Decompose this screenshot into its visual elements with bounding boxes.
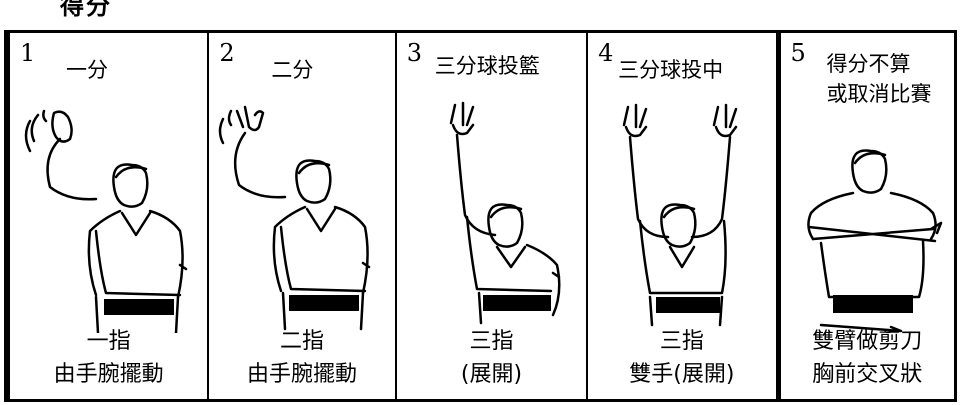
- referee-three-point-made-illustration: [622, 103, 738, 327]
- signal-panel-2: 2 二分 二指 由手腕擺動: [209, 33, 397, 399]
- panel-number: 1: [20, 39, 36, 67]
- signal-caption: 雙臂做剪刀 胸前交叉狀: [812, 329, 923, 387]
- referee-three-point-attempt-illustration: [449, 101, 561, 325]
- signal-panel-4: 4 三分球投中 三指 雙手(展開): [588, 33, 778, 399]
- panel-number: 2: [219, 39, 235, 67]
- signal-caption: 二指 由手腕擺動: [247, 329, 358, 387]
- signal-panel-1: 1 一分 一指 由手腕擺動: [10, 33, 210, 399]
- referee-two-point-illustration: [219, 105, 371, 331]
- signal-title: 三分球投中: [618, 58, 724, 82]
- panel-number: 4: [598, 39, 614, 67]
- signal-title: 一分: [66, 58, 108, 82]
- referee-signal-panels: 1 一分 一指 由手腕擺動 2 二分: [4, 30, 957, 402]
- signal-caption: 三指 (展開): [460, 329, 523, 387]
- panel-number: 5: [790, 39, 806, 67]
- signal-caption: 三指 雙手(展開): [629, 329, 735, 387]
- signal-caption: 一指 由手腕擺動: [53, 329, 164, 387]
- signal-title: 得分不算 或取消比賽: [826, 52, 932, 106]
- referee-one-point-illustration: [24, 109, 188, 333]
- page-header-fragment: 得分: [60, 0, 112, 20]
- signal-title: 三分球投籃: [434, 54, 540, 78]
- panel-number: 3: [406, 39, 423, 67]
- referee-score-cancelled-illustration: [806, 149, 942, 333]
- signal-title: 二分: [271, 58, 314, 82]
- signal-panel-3: 3 三分球投籃 三指 (展開): [397, 33, 589, 399]
- signal-panel-5: 5 得分不算 或取消比賽 雙臂做剪刀 胸前交叉狀: [777, 33, 954, 399]
